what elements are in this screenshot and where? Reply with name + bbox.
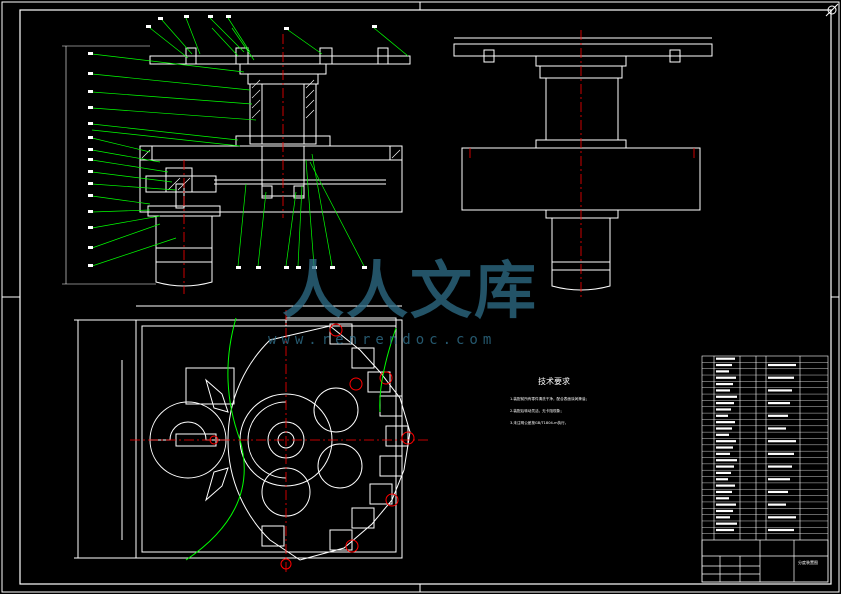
parts-list-cell-mark [768, 402, 790, 405]
parts-list-cell-mark [716, 433, 729, 436]
parts-list-rows [702, 362, 828, 534]
parts-list-cell-mark [716, 484, 735, 487]
parts-list-cells [716, 357, 796, 532]
parts-list-cell-mark [716, 402, 734, 405]
parts-list-cell-mark [716, 516, 730, 519]
parts-list-cell-mark [716, 478, 728, 481]
parts-list-cell-mark [716, 528, 734, 532]
watermark-url: www.renrendoc.com [268, 332, 497, 348]
parts-list-cell-mark [716, 389, 730, 392]
parts-list-cell-mark [768, 465, 792, 468]
tech-requirement-line: 2.装配后转动灵活，无卡阻现象； [510, 409, 564, 413]
parts-list-cell-mark [716, 497, 729, 500]
parts-list-cell-mark [716, 459, 737, 462]
parts-list-cell-mark [716, 421, 735, 424]
parts-list-cell-mark [768, 427, 786, 430]
parts-list-cell-mark [716, 446, 733, 449]
parts-list-cell-mark [716, 363, 732, 367]
parts-list-cell-mark [716, 414, 728, 417]
front-section-balloon-tags [88, 15, 377, 269]
parts-list-cell-mark [716, 382, 733, 386]
parts-list-cell-mark [716, 465, 734, 468]
parts-list-cell-mark [768, 389, 792, 392]
parts-list-cell-mark [716, 357, 735, 360]
parts-list-cell-mark [716, 408, 731, 411]
parts-list-cell-mark [768, 490, 788, 494]
parts-list-cell-mark [716, 452, 730, 455]
side-view-centerline [469, 30, 695, 300]
parts-list-cell-mark [716, 503, 736, 506]
front-section-hatch [141, 79, 401, 191]
parts-list-cell-mark [768, 376, 794, 379]
plan-view-centerlines [130, 310, 428, 572]
parts-list-cell-mark [716, 522, 737, 525]
parts-list-cell-mark [768, 363, 796, 367]
tech-requirement-line: 1.装配前所有零件清洗干净，配合表面涂润滑油； [510, 397, 589, 401]
plan-view-index-wheel [227, 325, 411, 561]
parts-list-cell-mark [716, 376, 736, 379]
parts-list-cell-mark [768, 503, 786, 506]
watermark-brand: 人人文库 [282, 254, 539, 327]
parts-list-cell-mark [768, 452, 794, 455]
front-section-centerlines [183, 34, 284, 294]
parts-list-cell-mark [716, 427, 732, 430]
parts-list-cell-mark [716, 440, 736, 443]
parts-list-cell-mark [716, 395, 737, 398]
plan-view-gripper [149, 378, 229, 502]
tech-requirements-title: 技术要求 [538, 377, 570, 386]
parts-list-cell-mark [716, 370, 729, 373]
title-block-drawing-name: 分度装置图 [798, 560, 818, 565]
parts-list-cell-mark [716, 490, 732, 494]
parts-list-cell-mark [768, 478, 790, 481]
parts-list-cell-mark [768, 528, 794, 532]
parts-list-cell-mark [716, 471, 731, 475]
parts-list-cell-mark [716, 509, 733, 513]
parts-list-cell-mark [768, 440, 796, 443]
front-section-leaders [91, 17, 409, 267]
parts-list-cell-mark [768, 414, 788, 417]
front-section-dimensions [62, 45, 156, 285]
tech-requirement-line: 3.未注明公差按GB/T1804-m执行。 [510, 421, 569, 425]
title-block [701, 539, 829, 583]
parts-list-cell-mark [768, 516, 796, 519]
sheet-corner-marks [825, 3, 839, 17]
